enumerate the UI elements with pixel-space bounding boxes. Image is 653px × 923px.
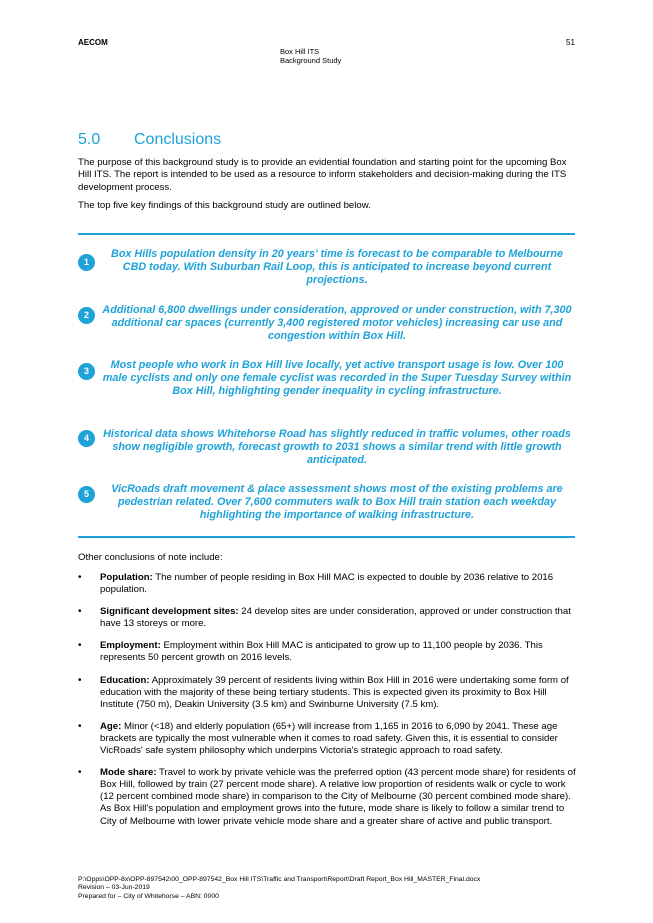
finding-number-badge: 4 xyxy=(78,430,95,447)
bullet-text: Employment within Box Hill MAC is antici… xyxy=(100,640,543,664)
bullet-text: 24 develop sites are under consideration… xyxy=(100,606,571,630)
footer: P:\Opps\OPP-8x\OPP-897542\00_OPP-897542_… xyxy=(78,876,480,901)
intro-paragraph-1: The purpose of this background study is … xyxy=(78,157,567,193)
other-conclusions-intro: Other conclusions of note include: xyxy=(78,552,223,563)
conclusions-list: Population: The number of people residin… xyxy=(78,572,578,838)
header-doc-title-line2: Background Study xyxy=(280,56,342,65)
finding-text: Box Hills population density in 20 years… xyxy=(111,248,563,286)
bullet-text: Minor (<18) and elderly population (65+)… xyxy=(100,720,558,757)
header-doc-title: Box Hill ITS Background Study xyxy=(280,47,400,65)
header-doc-title-line1: Box Hill ITS xyxy=(280,47,320,56)
header-page-number: 51 xyxy=(566,38,575,47)
finding-text: Historical data shows Whitehorse Road ha… xyxy=(103,428,571,466)
footer-file-path: P:\Opps\OPP-8x\OPP-897542\00_OPP-897542_… xyxy=(78,876,481,883)
list-item: Mode share: Travel to work by private ve… xyxy=(78,767,578,827)
finding-text: Additional 6,800 dwellings under conside… xyxy=(102,304,572,342)
bullet-text: Travel to work by private vehicle was th… xyxy=(100,767,576,827)
bullet-term: Education: xyxy=(100,674,150,686)
intro-paragraph-2: The top five key findings of this backgr… xyxy=(78,199,371,211)
bullet-term: Mode share: xyxy=(100,767,157,779)
list-item: Employment: Employment within Box Hill M… xyxy=(78,640,578,664)
intro: The purpose of this background study is … xyxy=(78,157,578,218)
list-item: Age: Minor (<18) and elderly population … xyxy=(78,721,578,757)
footer-prepared-for: Prepared for – City of Whitehorse – ABN:… xyxy=(78,892,219,900)
finding-text: Most people who work in Box Hill live lo… xyxy=(102,359,572,397)
bullet-text: The number of people residing in Box Hil… xyxy=(100,572,554,596)
finding-number-badge: 5 xyxy=(78,486,95,503)
finding-number-badge: 3 xyxy=(78,363,95,380)
bullet-term: Age: xyxy=(100,720,122,732)
bullet-term: Significant development sites: xyxy=(100,606,239,618)
footer-revision: Revision – 03-Jun-2019 xyxy=(78,884,150,892)
section-title-text: Conclusions xyxy=(134,131,222,148)
findings-bottom-rule xyxy=(78,536,575,538)
list-item: Significant development sites: 24 develo… xyxy=(78,606,578,630)
list-item: Population: The number of people residin… xyxy=(78,572,578,596)
findings-top-rule xyxy=(78,233,575,235)
finding-text: VicRoads draft movement & place assessme… xyxy=(111,483,563,521)
bullet-term: Employment: xyxy=(100,640,161,652)
finding-number-badge: 1 xyxy=(78,254,95,271)
header-company: AECOM xyxy=(78,38,108,47)
bullet-term: Population: xyxy=(100,572,153,583)
finding-number-badge: 2 xyxy=(78,307,95,324)
bullet-text: Approximately 39 percent of residents li… xyxy=(100,674,569,710)
list-item: Education: Approximately 39 percent of r… xyxy=(78,675,578,711)
section-number: 5.0 xyxy=(78,131,101,148)
section-title: 5.0 Conclusions xyxy=(78,131,221,149)
